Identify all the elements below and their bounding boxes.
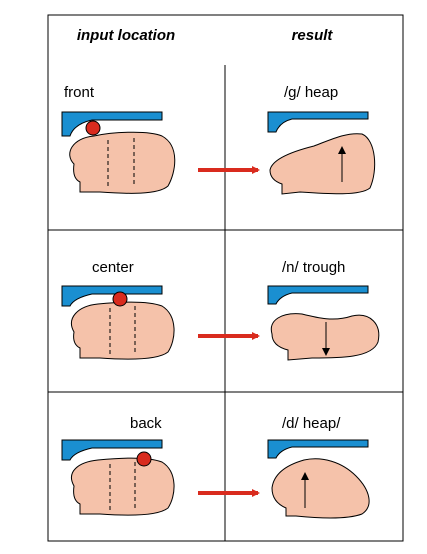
header-input-location: input location bbox=[77, 27, 175, 44]
result-label-g-heap: /g/ heap bbox=[284, 84, 338, 101]
input-label-front: front bbox=[64, 84, 95, 101]
input-label-center: center bbox=[92, 259, 134, 276]
input-label-back: back bbox=[130, 415, 162, 432]
tongue-shape bbox=[71, 302, 174, 359]
contact-point-dot bbox=[86, 121, 100, 135]
contact-point-dot bbox=[113, 292, 127, 306]
header-result: result bbox=[292, 27, 334, 44]
result-label-d-heap: /d/ heap/ bbox=[282, 415, 341, 432]
result-label-n-trough: /n/ trough bbox=[282, 259, 345, 276]
contact-point-dot bbox=[137, 452, 151, 466]
tongue-shape bbox=[71, 458, 174, 515]
tongue-shape bbox=[70, 132, 175, 193]
